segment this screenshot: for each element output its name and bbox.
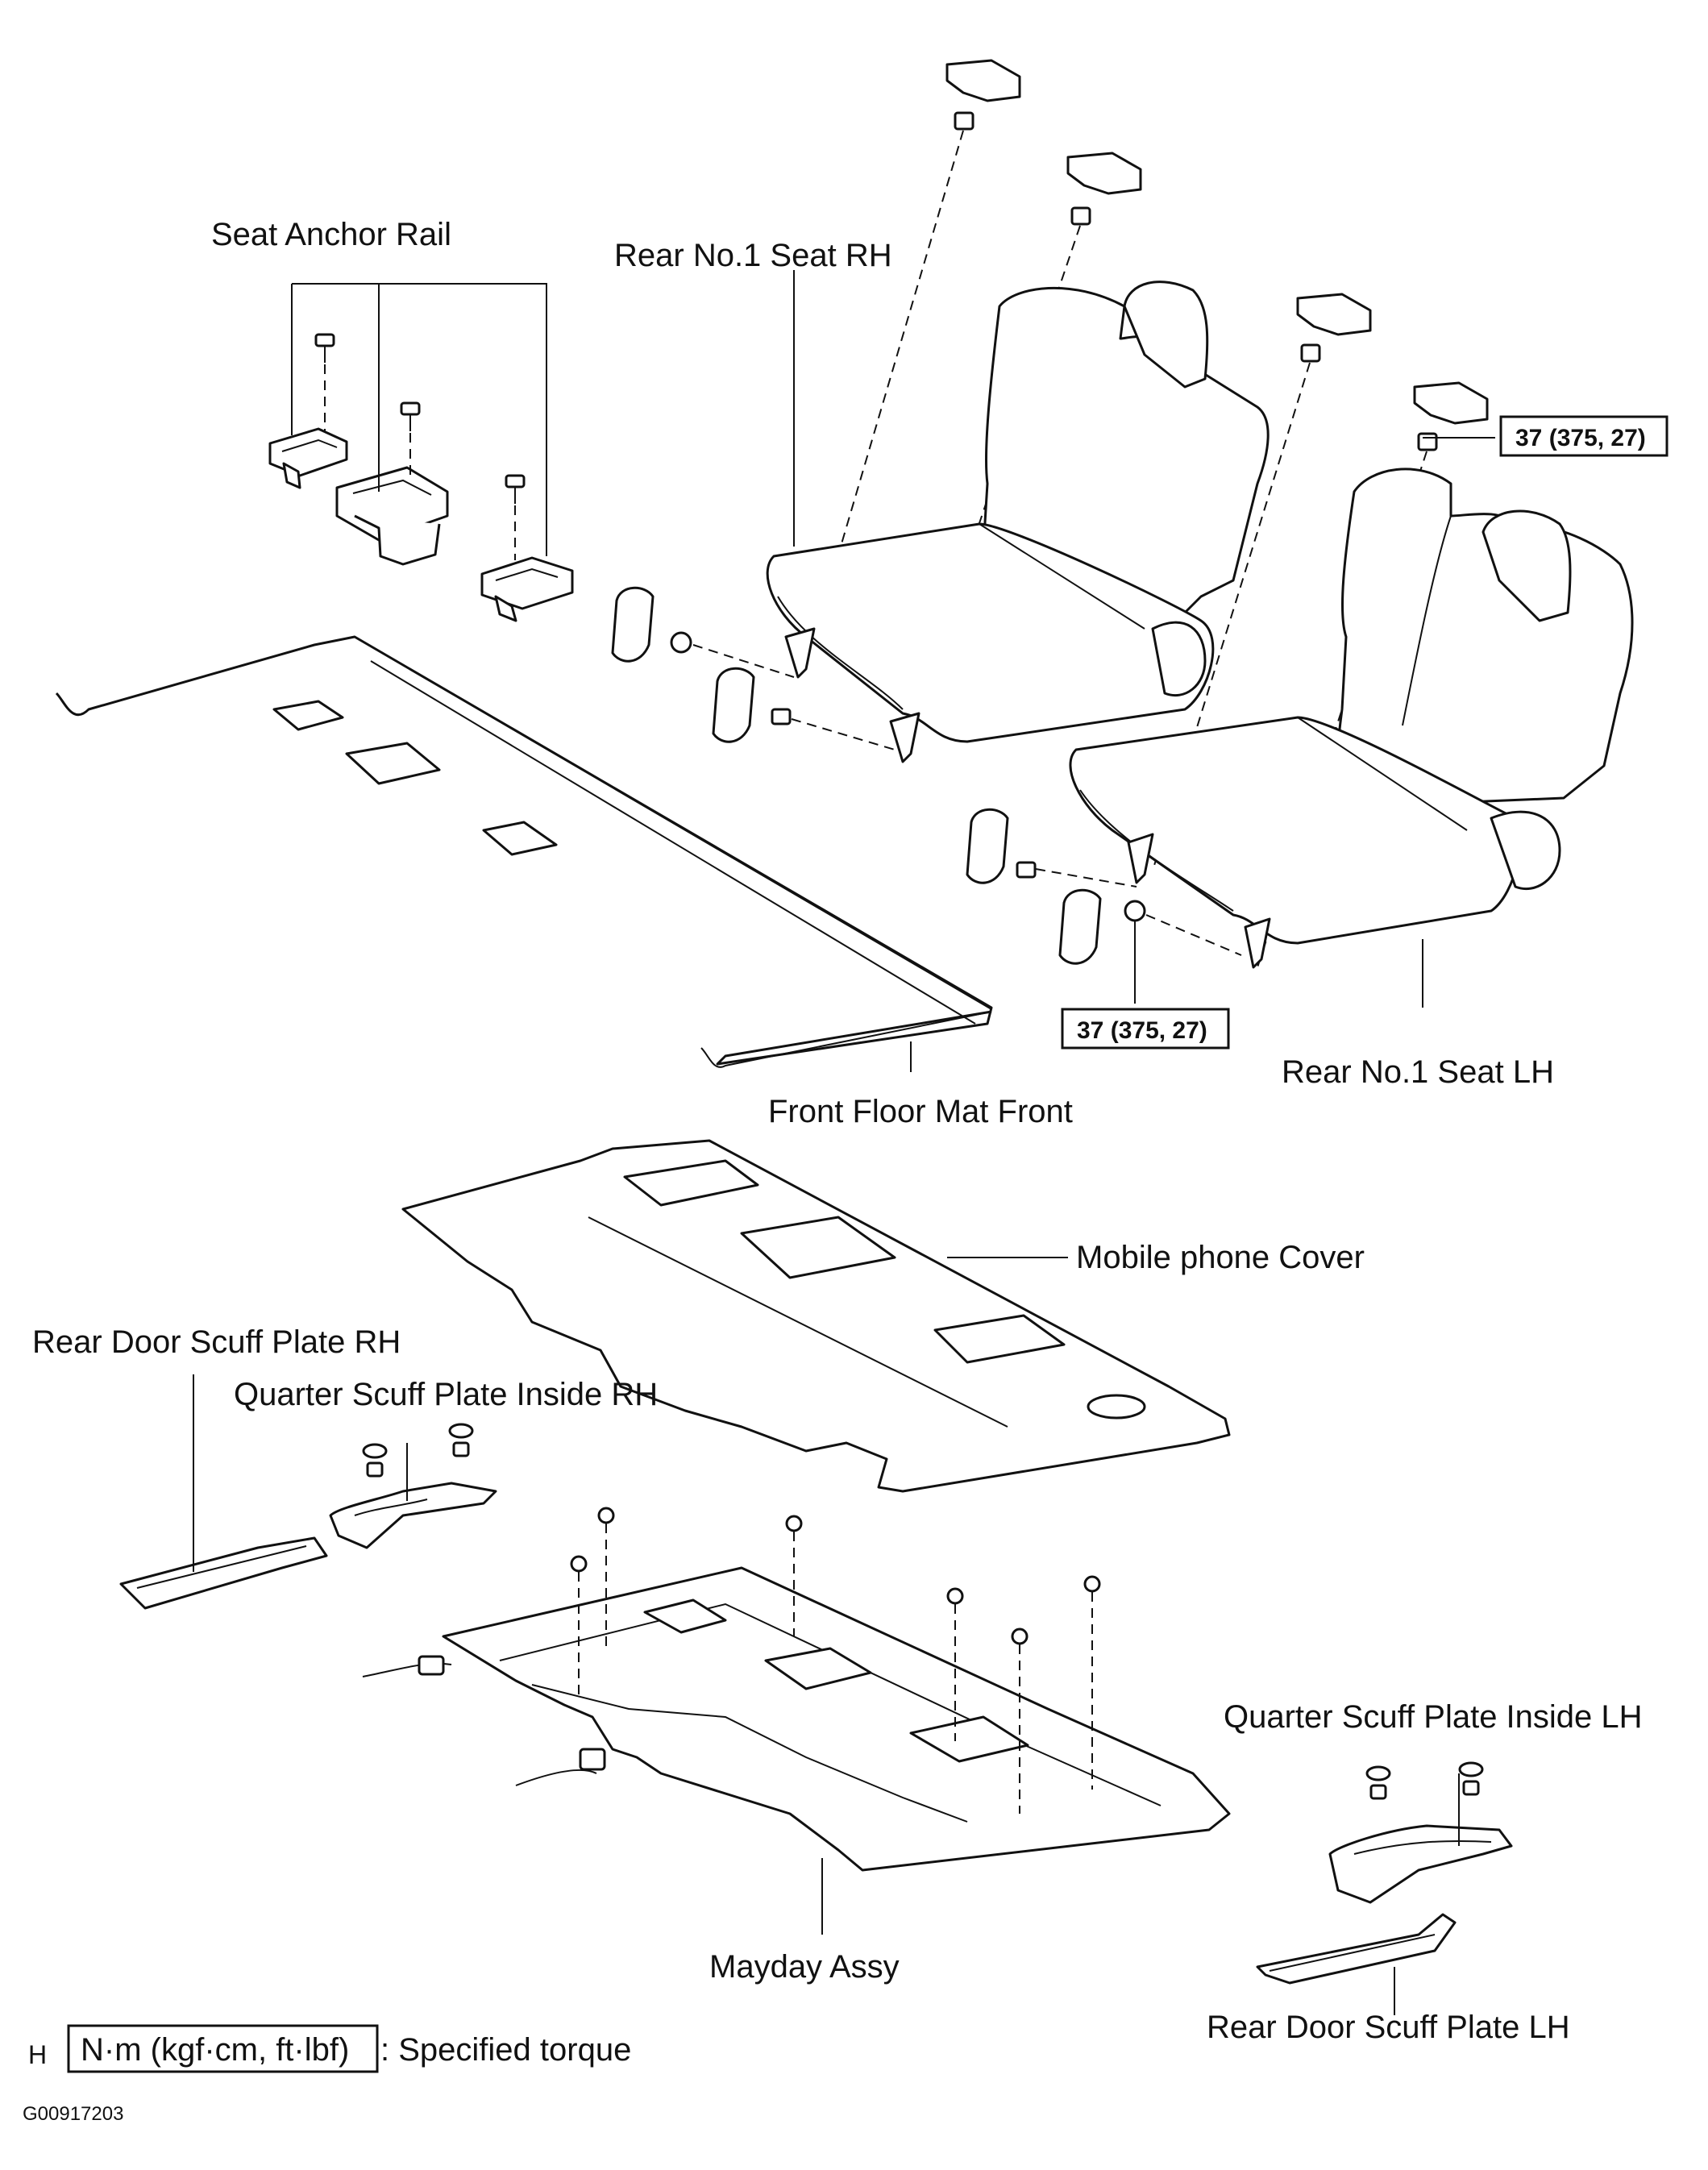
anchor-rail-leader [291, 283, 547, 556]
label-seat-anchor-rail: Seat Anchor Rail [211, 217, 451, 252]
rear-no1-seat-lh [966, 468, 1634, 969]
label-mayday-assy: Mayday Assy [709, 1949, 900, 1985]
hinge-cover-3 [1296, 293, 1372, 363]
label-quarter-scuff-plate-inside-rh: Quarter Scuff Plate Inside RH [234, 1377, 658, 1412]
front-floor-mat-front [55, 635, 993, 1068]
label-mobile-phone-cover: Mobile phone Cover [1076, 1240, 1365, 1275]
label-rear-door-scuff-plate-rh: Rear Door Scuff Plate RH [32, 1324, 401, 1360]
rear-no1-seat-rh [611, 281, 1270, 763]
legend-prefix: H [28, 2040, 47, 2069]
quarter-scuff-plate-inside-lh [1328, 1761, 1513, 1904]
rear-door-scuff-plate-lh [1256, 1913, 1457, 1985]
torque-spec-lower: 37 (375, 27) [1061, 1008, 1230, 1050]
label-front-floor-mat-front: Front Floor Mat Front [768, 1094, 1073, 1129]
anchor-rail-bolts [314, 333, 526, 560]
hinge-cover-1 [945, 59, 1021, 131]
seat-anchor-rail-1 [268, 427, 348, 489]
legend-description: : Specified torque [380, 2032, 631, 2068]
seat-anchor-rail-2 [335, 466, 449, 566]
label-rear-no1-seat-rh: Rear No.1 Seat RH [614, 238, 892, 273]
torque-lower-value: 37 (375, 27) [1077, 1017, 1207, 1044]
figure-id: G00917203 [23, 2103, 123, 2125]
rear-door-scuff-plate-rh [119, 1536, 328, 1610]
label-rear-no1-seat-lh: Rear No.1 Seat LH [1282, 1054, 1554, 1090]
seat-anchor-rail-3 [480, 556, 574, 622]
torque-legend: H N·m (kgf·cm, ft·lbf) : Specified torqu… [28, 2024, 631, 2073]
torque-upper-value: 37 (375, 27) [1515, 425, 1646, 451]
label-rear-door-scuff-plate-lh: Rear Door Scuff Plate LH [1207, 2010, 1570, 2045]
hinge-cover-4 [1413, 381, 1489, 451]
label-leader-lines [193, 270, 1495, 2015]
seat-anchor-rail-group [268, 283, 574, 622]
quarter-scuff-plate-inside-rh [329, 1423, 497, 1549]
mobile-phone-cover [401, 1139, 1231, 1493]
label-quarter-scuff-plate-inside-lh: Quarter Scuff Plate Inside LH [1224, 1699, 1643, 1735]
hinge-cover-2 [1066, 152, 1142, 226]
torque-spec-upper: 37 (375, 27) [1499, 415, 1669, 457]
mayday-assy [362, 1507, 1231, 1872]
legend-unit-box: N·m (kgf·cm, ft·lbf) [81, 2032, 349, 2068]
